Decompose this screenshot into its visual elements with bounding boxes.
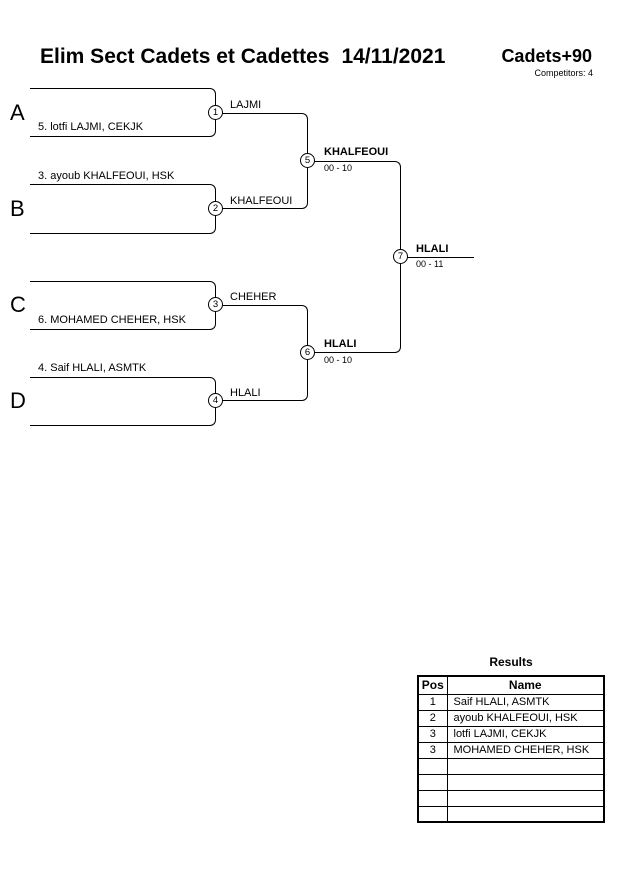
title-text: Elim Sect Cadets et Cadettes bbox=[40, 45, 330, 68]
winner-label-match6: HLALI bbox=[324, 338, 357, 350]
winner-label-match1: LAJMI bbox=[230, 99, 262, 111]
results-name: Saif HLALI, ASMTK bbox=[446, 693, 605, 711]
match-circle-7: 7 bbox=[393, 249, 408, 264]
match-circle-5: 5 bbox=[300, 153, 315, 168]
results-row-6 bbox=[417, 773, 605, 791]
results-name bbox=[446, 805, 605, 823]
match-circle-3: 3 bbox=[208, 297, 223, 312]
results-pos bbox=[417, 789, 448, 807]
results-pos: 2 bbox=[417, 709, 448, 727]
results-table: Pos Name 1 Saif HLALI, ASMTK 2 ayoub KHA… bbox=[417, 675, 605, 823]
results-row-2: 2 ayoub KHALFEOUI, HSK bbox=[417, 709, 605, 727]
results-row-4: 3 MOHAMED CHEHER, HSK bbox=[417, 741, 605, 759]
score-label-match7: 00 - 11 bbox=[416, 259, 444, 269]
results-header-row: Pos Name bbox=[417, 675, 605, 695]
seed-name-d: 4. Saif HLALI, ASMTK bbox=[38, 362, 147, 374]
results-pos bbox=[417, 805, 448, 823]
results-name bbox=[446, 773, 605, 791]
results-name: ayoub KHALFEOUI, HSK bbox=[446, 709, 605, 727]
connector-match5-to-match7 bbox=[308, 161, 401, 257]
section-letter-b: B bbox=[10, 196, 25, 221]
results-row-5 bbox=[417, 757, 605, 775]
seed-name-b: 3. ayoub KHALFEOUI, HSK bbox=[38, 170, 175, 182]
results-row-1: 1 Saif HLALI, ASMTK bbox=[417, 693, 605, 711]
competitors-count: Competitors: 4 bbox=[534, 68, 593, 78]
results-row-7 bbox=[417, 789, 605, 807]
winner-label-match4: HLALI bbox=[230, 387, 261, 399]
results-row-3: 3 lotfi LAJMI, CEKJK bbox=[417, 725, 605, 743]
results-name bbox=[446, 757, 605, 775]
match-circle-1: 1 bbox=[208, 105, 223, 120]
results-title: Results bbox=[489, 655, 533, 669]
seed-name-c: 6. MOHAMED CHEHER, HSK bbox=[38, 314, 186, 326]
connector-match6-to-match7 bbox=[308, 257, 401, 353]
seed-name-a: 5. lotfi LAJMI, CEKJK bbox=[38, 121, 144, 133]
results-header-name: Name bbox=[446, 675, 605, 695]
results-pos: 3 bbox=[417, 725, 448, 743]
results-row-8 bbox=[417, 805, 605, 823]
title-date: 14/11/2021 bbox=[341, 45, 446, 68]
results-name: lotfi LAJMI, CEKJK bbox=[446, 725, 605, 743]
pair-bracket-d bbox=[30, 377, 216, 426]
match-circle-4: 4 bbox=[208, 393, 223, 408]
winner-label-match7: HLALI bbox=[416, 243, 449, 255]
section-letter-a: A bbox=[10, 100, 25, 125]
score-label-match5: 00 - 10 bbox=[324, 163, 353, 173]
pair-bracket-b bbox=[30, 184, 216, 234]
results-pos: 1 bbox=[417, 693, 448, 711]
connector-match4-to-match6 bbox=[216, 353, 308, 401]
connector-match3-to-match6 bbox=[216, 305, 308, 353]
page-title: Elim Sect Cadets et Cadettes 14/11/2021 bbox=[40, 44, 445, 69]
section-letter-d: D bbox=[10, 388, 26, 413]
winner-label-match2: KHALFEOUI bbox=[230, 195, 293, 207]
connector-match1-to-match5 bbox=[216, 113, 308, 161]
results-header-pos: Pos bbox=[417, 675, 448, 695]
section-letter-c: C bbox=[10, 292, 26, 317]
connector-match2-to-match5 bbox=[216, 161, 308, 209]
results-pos bbox=[417, 757, 448, 775]
match-circle-6: 6 bbox=[300, 345, 315, 360]
category-label: Cadets+90 bbox=[501, 46, 592, 66]
results-pos bbox=[417, 773, 448, 791]
score-label-match6: 00 - 10 bbox=[324, 355, 353, 365]
results-name: MOHAMED CHEHER, HSK bbox=[446, 741, 605, 759]
results-name bbox=[446, 789, 605, 807]
winner-label-match5: KHALFEOUI bbox=[324, 146, 389, 158]
winner-label-match3: CHEHER bbox=[230, 291, 277, 303]
results-pos: 3 bbox=[417, 741, 448, 759]
final-winner-line bbox=[401, 257, 474, 258]
match-circle-2: 2 bbox=[208, 201, 223, 216]
